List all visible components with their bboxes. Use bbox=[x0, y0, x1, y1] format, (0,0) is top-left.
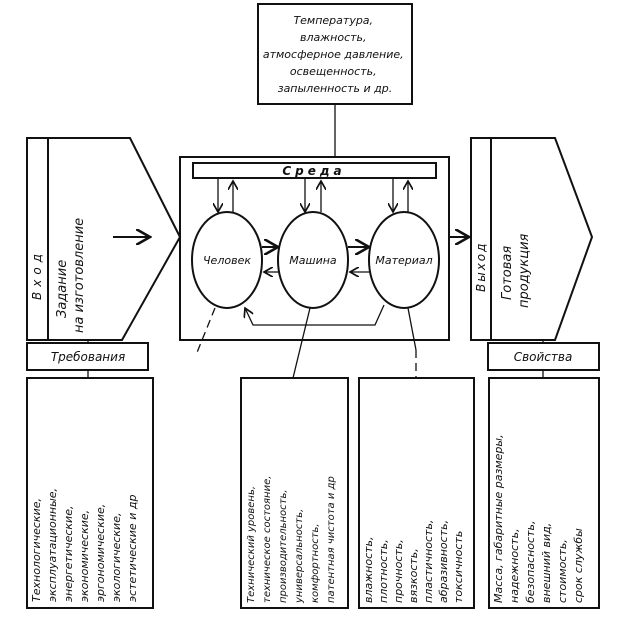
env-line: атмосферное давление, bbox=[263, 48, 404, 61]
svg-text:влажность,: влажность, bbox=[362, 536, 375, 603]
properties-list: Масса, габаритные размеры, надежность, б… bbox=[488, 377, 600, 609]
svg-text:прочность,: прочность, bbox=[392, 539, 405, 603]
environment-label: Среда bbox=[282, 164, 345, 178]
node-material: Материал bbox=[368, 211, 440, 309]
svg-text:экономические,: экономические, bbox=[78, 510, 91, 602]
machine-properties-list: Технический уровень, техническое состоян… bbox=[240, 377, 349, 609]
svg-text:комфортность,: комфортность, bbox=[310, 523, 321, 603]
environment-conditions-box: Температура, влажность, атмосферное давл… bbox=[257, 3, 413, 105]
svg-text:эргономические,: эргономические, bbox=[94, 504, 107, 602]
svg-text:Человек: Человек bbox=[203, 254, 251, 267]
env-line: освещенность, bbox=[290, 65, 377, 78]
svg-text:срок службы: срок службы bbox=[572, 528, 585, 603]
svg-text:Масса, габаритные размеры,: Масса, габаритные размеры, bbox=[492, 434, 505, 603]
svg-text:экологические,: экологические, bbox=[110, 513, 123, 602]
svg-text:пластичность,: пластичность, bbox=[422, 520, 435, 603]
svg-text:универсальность,: универсальность, bbox=[294, 509, 305, 604]
svg-text:техническое состояние,: техническое состояние, bbox=[262, 476, 273, 603]
env-line: Температура, bbox=[293, 14, 373, 27]
node-arrows bbox=[245, 247, 385, 326]
input-block: Вход Задание на изготовление bbox=[26, 137, 182, 341]
requirements-title-box: Требования bbox=[26, 342, 149, 371]
svg-text:Материал: Материал bbox=[375, 254, 432, 267]
env-line: запыленность и др. bbox=[278, 82, 393, 95]
svg-text:вязкость,: вязкость, bbox=[407, 548, 420, 603]
requirements-list: Технологические, эксплуатационные, энерг… bbox=[26, 377, 154, 609]
node-human: Человек bbox=[191, 211, 263, 309]
svg-text:Свойства: Свойства bbox=[514, 350, 573, 364]
output-label: Выход bbox=[474, 242, 488, 292]
svg-text:плотность,: плотность, bbox=[377, 539, 390, 603]
material-properties-list: влажность, плотность, прочность, вязкост… bbox=[358, 377, 475, 609]
svg-text:эстетические и др: эстетические и др bbox=[126, 495, 139, 602]
system-box bbox=[179, 156, 450, 341]
svg-text:Технический уровень,: Технический уровень, bbox=[246, 486, 257, 603]
svg-text:надежность,: надежность, bbox=[508, 528, 521, 603]
svg-text:безопасность,: безопасность, bbox=[524, 521, 537, 603]
node-machine: Машина bbox=[277, 211, 349, 309]
svg-text:эксплуатационные,: эксплуатационные, bbox=[46, 488, 59, 602]
svg-text:производительность,: производительность, bbox=[278, 489, 289, 603]
environment-bar: Среда bbox=[192, 162, 437, 179]
svg-text:Технологические,: Технологические, bbox=[30, 498, 43, 602]
properties-title-box: Свойства bbox=[487, 342, 600, 371]
env-line: влажность, bbox=[300, 31, 367, 44]
input-content: Задание bbox=[55, 260, 70, 318]
svg-text:патентная чистота и др: патентная чистота и др bbox=[326, 476, 337, 603]
input-label: Вход bbox=[30, 249, 44, 300]
svg-text:стоимость,: стоимость, bbox=[556, 539, 569, 603]
svg-text:энергетические,: энергетические, bbox=[62, 506, 75, 602]
svg-text:абразивность,: абразивность, bbox=[437, 520, 450, 603]
svg-text:токсичность: токсичность bbox=[452, 531, 465, 603]
svg-text:Машина: Машина bbox=[289, 254, 337, 267]
output-content: продукция bbox=[517, 233, 532, 308]
output-content: Готовая bbox=[500, 246, 515, 300]
input-content: на изготовление bbox=[72, 218, 87, 333]
svg-text:Требования: Требования bbox=[51, 350, 125, 364]
svg-text:Температура, влажность,: Температура, влажность, атмосферное давл… bbox=[263, 14, 407, 95]
environment-arrows bbox=[218, 178, 408, 212]
output-block: Выход Готовая продукция bbox=[470, 137, 594, 341]
svg-text:внешний вид,: внешний вид, bbox=[540, 523, 553, 603]
